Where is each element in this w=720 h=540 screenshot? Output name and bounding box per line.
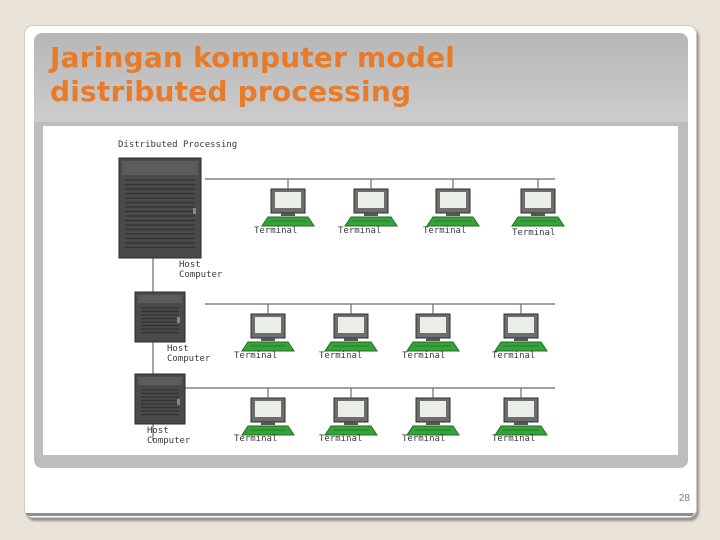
monitor-stand xyxy=(426,422,440,425)
keyboard xyxy=(406,425,460,436)
host-computer-middle xyxy=(134,291,186,343)
monitor-stand xyxy=(531,213,545,216)
monitor-stand xyxy=(426,338,440,341)
monitor-screen xyxy=(525,192,551,208)
keyboard xyxy=(494,425,548,436)
terminal-top-4 xyxy=(511,188,565,227)
page-number: 28 xyxy=(678,493,690,504)
monitor-screen xyxy=(508,317,534,333)
terminal-label-middle-1: Terminal xyxy=(234,351,277,361)
terminal-label-top-3: Terminal xyxy=(423,226,466,236)
terminal-top-1 xyxy=(261,188,315,227)
diagram-caption: Distributed Processing xyxy=(118,140,237,150)
monitor-stand xyxy=(514,422,528,425)
tower-top-panel xyxy=(138,377,182,385)
host-label-middle-2: Computer xyxy=(167,354,211,364)
monitor-stand xyxy=(344,338,358,341)
terminal-label-bottom-3: Terminal xyxy=(402,434,445,444)
monitor-screen xyxy=(275,192,301,208)
keyboard xyxy=(511,216,565,227)
terminal-label-top-2: Terminal xyxy=(338,226,381,236)
monitor-stand xyxy=(281,213,295,216)
keyboard xyxy=(406,341,460,352)
terminal-middle-4 xyxy=(494,313,548,352)
keyboard xyxy=(241,341,295,352)
network-diagram-svg: Distributed Processing HostComputerHostC… xyxy=(118,140,565,446)
terminal-label-middle-2: Terminal xyxy=(319,351,362,361)
monitor-stand xyxy=(514,338,528,341)
terminal-bottom-3 xyxy=(406,397,460,436)
terminal-bottom-2 xyxy=(324,397,378,436)
host-computer-bottom xyxy=(134,373,186,425)
keyboard xyxy=(241,425,295,436)
keyboard xyxy=(494,341,548,352)
slide-title: Jaringan komputer model distributed proc… xyxy=(50,41,455,109)
monitor-stand xyxy=(446,213,460,216)
monitor-screen xyxy=(255,317,281,333)
tower-led xyxy=(177,399,180,405)
keyboard xyxy=(344,216,398,227)
host-label-middle-1: Host xyxy=(167,344,189,354)
monitor-screen xyxy=(508,401,534,417)
host-computer-main xyxy=(118,157,202,259)
host-label-bottom-2: Computer xyxy=(147,436,191,446)
monitor-stand xyxy=(364,213,378,216)
terminal-top-2 xyxy=(344,188,398,227)
host-label-bottom-1: Host xyxy=(147,426,169,436)
terminal-label-top-4: Terminal xyxy=(512,228,555,238)
keyboard xyxy=(426,216,480,227)
tower-top-panel xyxy=(138,295,182,303)
tower-led xyxy=(177,317,180,323)
terminal-label-middle-4: Terminal xyxy=(492,351,535,361)
monitor-stand xyxy=(261,422,275,425)
title-line-1: Jaringan komputer model xyxy=(50,41,456,74)
terminal-top-3 xyxy=(426,188,480,227)
terminal-middle-3 xyxy=(406,313,460,352)
terminal-middle-2 xyxy=(324,313,378,352)
monitor-screen xyxy=(255,401,281,417)
terminal-label-middle-3: Terminal xyxy=(402,351,445,361)
terminal-label-bottom-4: Terminal xyxy=(492,434,535,444)
bottom-rule xyxy=(26,513,694,516)
terminal-label-top-1: Terminal xyxy=(254,226,297,236)
title-line-2: distributed processing xyxy=(50,75,412,108)
keyboard xyxy=(261,216,315,227)
monitor-screen xyxy=(338,317,364,333)
keyboard xyxy=(324,425,378,436)
terminal-label-bottom-1: Terminal xyxy=(234,434,277,444)
keyboard xyxy=(324,341,378,352)
monitor-screen xyxy=(420,401,446,417)
terminal-middle-1 xyxy=(241,313,295,352)
terminal-bottom-1 xyxy=(241,397,295,436)
tower-led xyxy=(193,208,196,214)
terminal-label-bottom-2: Terminal xyxy=(319,434,362,444)
terminal-bottom-4 xyxy=(494,397,548,436)
slide-header xyxy=(34,33,688,125)
host-label-main-1: Host xyxy=(179,260,201,270)
monitor-screen xyxy=(420,317,446,333)
monitor-screen xyxy=(338,401,364,417)
tower-top-panel xyxy=(122,161,198,175)
monitor-screen xyxy=(358,192,384,208)
monitor-stand xyxy=(344,422,358,425)
host-label-main-2: Computer xyxy=(179,270,223,280)
monitor-stand xyxy=(261,338,275,341)
monitor-screen xyxy=(440,192,466,208)
